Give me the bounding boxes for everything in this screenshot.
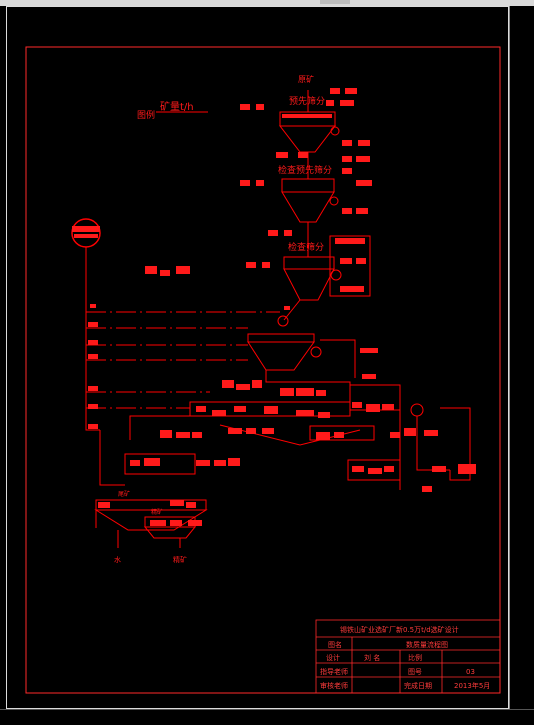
screen-3[interactable] bbox=[283, 235, 371, 301]
flotation-bank-1[interactable] bbox=[189, 401, 351, 417]
drawing-no: 03 bbox=[466, 668, 475, 676]
concentrate-label: 精矿 bbox=[173, 555, 187, 564]
thickener[interactable] bbox=[94, 499, 208, 531]
stage-check-screening-label: 检查筛分 bbox=[288, 241, 324, 253]
drawing-name-label: 图名 bbox=[328, 640, 342, 649]
small-label-b: 精矿 bbox=[151, 508, 163, 516]
feed-label: 原矿 bbox=[298, 74, 314, 84]
water-label: 水 bbox=[114, 555, 121, 564]
flotation-bank-2[interactable] bbox=[309, 425, 375, 441]
vertical-scrollbar[interactable] bbox=[509, 6, 534, 709]
legend-prefix: 图例 bbox=[137, 109, 155, 121]
drawing-frame bbox=[25, 46, 501, 694]
title-block bbox=[315, 619, 501, 694]
legend: 图例 矿量t/h bbox=[137, 100, 208, 121]
flotation-bank-3[interactable] bbox=[124, 453, 196, 475]
window-top-strip bbox=[0, 0, 534, 6]
screen-2[interactable] bbox=[281, 178, 339, 223]
drawing-name: 数质量流程图 bbox=[406, 640, 448, 649]
small-tailings-label: 尾矿 bbox=[118, 490, 130, 498]
water-source-circle[interactable] bbox=[71, 218, 101, 248]
designer: 刘 名 bbox=[364, 653, 380, 662]
reviewer-label: 审核老师 bbox=[320, 681, 348, 690]
top-strip-handle[interactable] bbox=[320, 0, 350, 4]
date: 2013年5月 bbox=[454, 681, 490, 690]
designer-label: 设计 bbox=[326, 653, 340, 662]
title-block-title: 锡铁山矿业选矿厂新0.5万t/d选矿设计 bbox=[340, 625, 459, 634]
flotation-bank-4[interactable] bbox=[347, 459, 401, 481]
drawing-no-label: 图号 bbox=[408, 668, 422, 676]
classifier[interactable] bbox=[247, 333, 356, 378]
ratio-label: 比例 bbox=[408, 653, 422, 662]
sheet-border bbox=[6, 6, 509, 709]
stage-rough-screening-label: 预先筛分 bbox=[289, 95, 325, 107]
mill-circle[interactable] bbox=[277, 315, 289, 327]
value-tags bbox=[88, 88, 476, 526]
date-label: 完成日期 bbox=[404, 681, 432, 690]
stage-check-rough-screening-label: 检查预先筛分 bbox=[278, 164, 332, 176]
status-bar bbox=[0, 709, 534, 725]
legend-text: 矿量t/h bbox=[160, 100, 194, 113]
advisor-label: 指导老师 bbox=[320, 667, 348, 676]
